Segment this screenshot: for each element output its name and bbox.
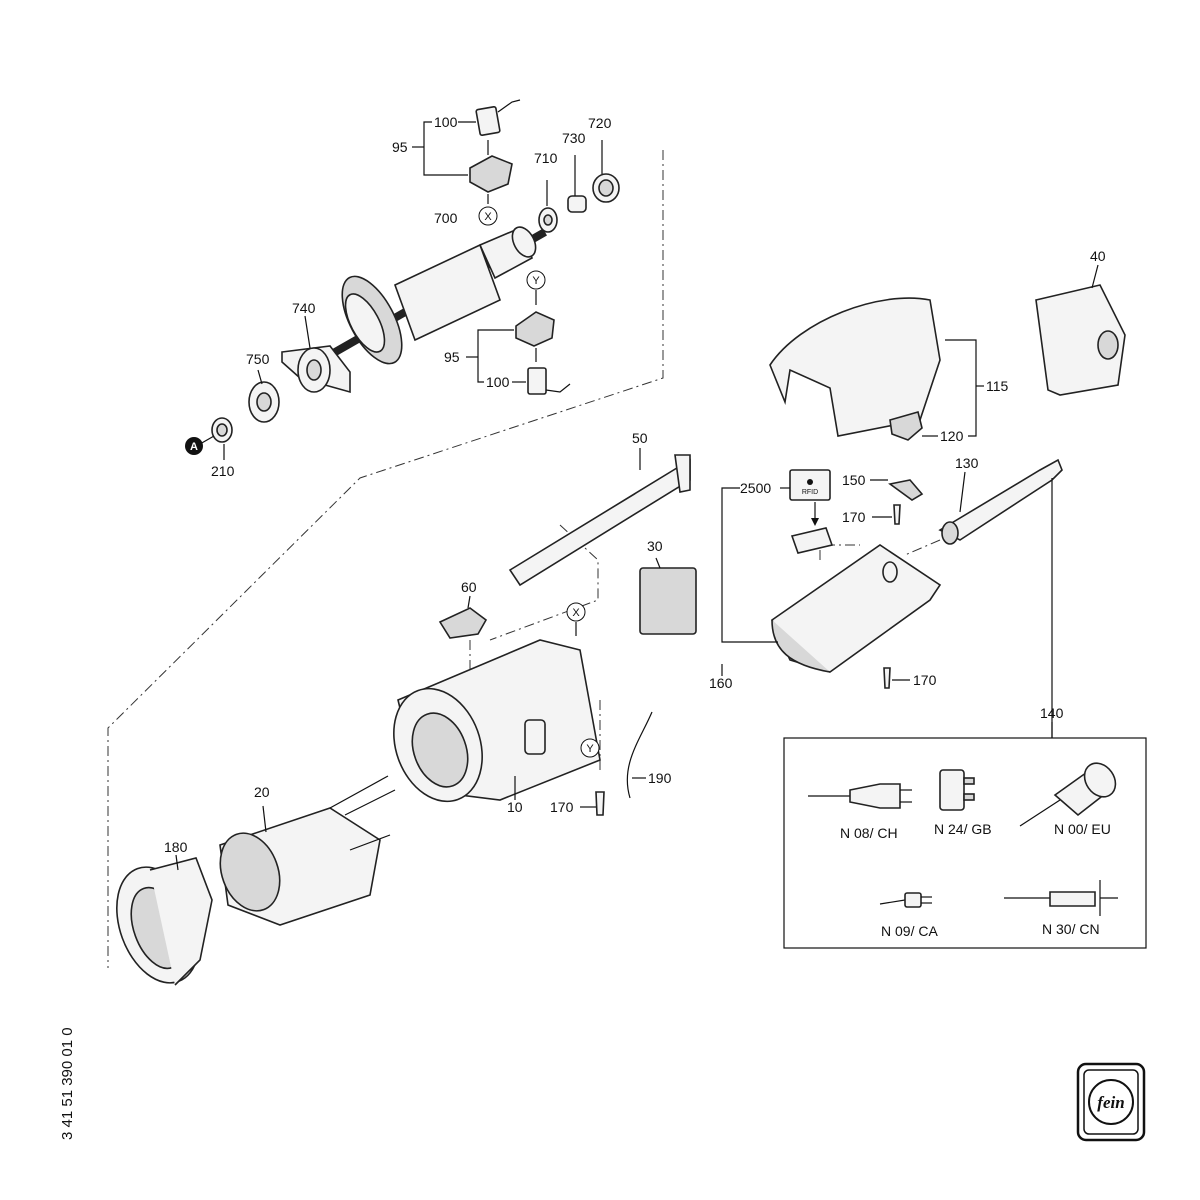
brush-holder-bottom — [515, 311, 555, 347]
fein-logo: fein — [1076, 1062, 1146, 1142]
label-2500: 2500 — [740, 480, 771, 496]
label-20: 20 — [254, 784, 270, 800]
label-190: 190 — [648, 770, 672, 786]
label-50: 50 — [632, 430, 648, 446]
cable-190 — [626, 711, 653, 799]
plug-n30-cn — [1004, 880, 1118, 916]
label-720: 720 — [588, 115, 612, 131]
label-750: 750 — [246, 351, 270, 367]
label-740: 740 — [292, 300, 316, 316]
switch-rod-50 — [508, 458, 691, 587]
plug-labels: N 08/ CH N 24/ GB N 00/ EU N 09/ CA N 30… — [840, 821, 1111, 939]
stator-20 — [219, 775, 396, 926]
marker-y-lower-label: Y — [586, 743, 594, 755]
label-n24: N 24/ GB — [934, 821, 992, 837]
label-210: 210 — [211, 463, 235, 479]
label-30: 30 — [647, 538, 663, 554]
label-730: 730 — [562, 130, 586, 146]
label-n30: N 30/ CN — [1042, 921, 1100, 937]
label-95-bottom: 95 — [444, 349, 460, 365]
label-170-c: 170 — [913, 672, 937, 688]
electronics-40 — [1035, 284, 1126, 396]
label-710: 710 — [534, 150, 558, 166]
label-60: 60 — [461, 579, 477, 595]
document-number: 3 41 51 390 01 0 — [59, 1027, 76, 1140]
handle-shell-160 — [770, 544, 942, 673]
label-10: 10 — [507, 799, 523, 815]
marker-x-top — [478, 206, 498, 226]
hood-115 — [769, 297, 941, 437]
screw-170-a — [595, 791, 605, 816]
marker-a — [185, 437, 203, 455]
motor-housing-10 — [393, 639, 601, 803]
plug-options-box — [783, 737, 1147, 949]
cover-180 — [116, 857, 213, 986]
armature — [328, 226, 547, 365]
label-40: 40 — [1090, 248, 1106, 264]
screw-170-c — [883, 667, 891, 689]
label-140: 140 — [1040, 705, 1064, 721]
plug-n08-ch — [808, 783, 912, 809]
brush-holder-top — [469, 99, 521, 204]
clip-120 — [889, 411, 923, 441]
marker-x-mid — [566, 602, 586, 622]
label-700: 700 — [434, 210, 458, 226]
logo-wordmark: fein — [1097, 1093, 1124, 1112]
switch-30 — [639, 567, 697, 635]
marker-y-mid-label: Y — [532, 275, 540, 287]
plug-n09-ca — [879, 892, 932, 908]
part-labels: 100 95 720 730 710 700 740 750 95 100 21… — [164, 114, 1106, 855]
clip-150 — [888, 479, 924, 501]
brush-100-bottom — [527, 367, 547, 395]
marker-x-mid-label: X — [572, 607, 580, 619]
label-170-a: 170 — [550, 799, 574, 815]
rfid-label: RFID — [802, 489, 818, 496]
label-95-top: 95 — [392, 139, 408, 155]
label-n08: N 08/ CH — [840, 825, 898, 841]
label-n00: N 00/ EU — [1054, 821, 1111, 837]
label-120: 120 — [940, 428, 964, 444]
label-n09: N 09/ CA — [881, 923, 938, 939]
marker-y-lower — [580, 738, 600, 758]
sleeve-730 — [567, 195, 587, 213]
marker-x-top-label: X — [484, 211, 492, 223]
label-170-b: 170 — [842, 509, 866, 525]
screw-170-b — [893, 504, 901, 525]
label-100-top: 100 — [434, 114, 458, 130]
marker-a-label: A — [190, 441, 198, 453]
lock-button-60 — [438, 607, 488, 639]
plug-n24-gb — [939, 769, 975, 811]
label-100-bottom: 100 — [486, 374, 510, 390]
plug-n00-eu — [1019, 762, 1117, 827]
label-115: 115 — [986, 378, 1009, 394]
cable-sleeve-130 — [938, 458, 1063, 541]
label-160: 160 — [709, 675, 733, 691]
marker-y-mid — [526, 270, 546, 290]
label-130: 130 — [955, 455, 979, 471]
label-150: 150 — [842, 472, 866, 488]
label-180: 180 — [164, 839, 188, 855]
